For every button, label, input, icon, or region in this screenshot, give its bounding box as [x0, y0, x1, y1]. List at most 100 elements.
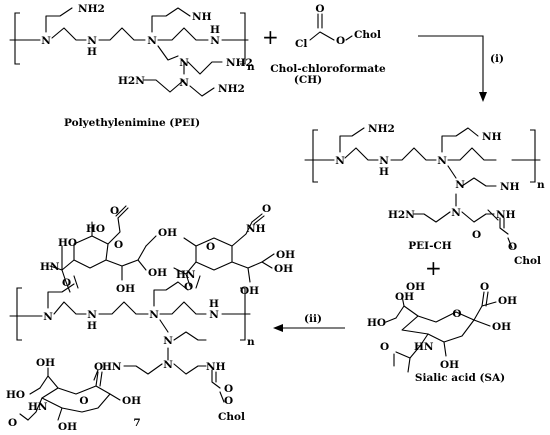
atom-o: O: [184, 281, 193, 293]
atom-nh2: NH2: [226, 57, 253, 69]
atom-n: N: [87, 35, 97, 47]
atom-nh2: NH2: [218, 83, 245, 95]
atom-o: O: [94, 361, 103, 373]
atom-o: O: [62, 277, 71, 289]
atom-n: N: [437, 155, 447, 167]
plus-sign: +: [425, 256, 442, 280]
atom-o: O: [8, 417, 17, 429]
atom-oh: OH: [406, 281, 425, 293]
atom-nh: NH: [496, 209, 516, 221]
pei-ch-structure: N NH2 N H N NH N NH N H2N NH O O Chol n …: [304, 123, 545, 267]
atom-hn: HN: [40, 261, 60, 273]
atom-o: O: [452, 308, 461, 320]
atom-oh: OH: [58, 421, 77, 433]
pei-ch-label: PEI-CH: [408, 240, 452, 252]
atom-chol: Chol: [218, 411, 245, 423]
atom-oh: OH: [148, 267, 167, 279]
atom-n: N: [179, 57, 189, 69]
reaction-arrow-ii: (ii): [273, 313, 345, 332]
atom-n: N: [41, 35, 51, 47]
atom-h: H: [209, 298, 219, 310]
atom-n: N: [149, 309, 159, 321]
atom-o: O: [114, 239, 123, 251]
atom-o: O: [380, 341, 389, 353]
product-7-structure: N N H N N H N N HN NH O O Chol n HN HN O…: [6, 203, 295, 433]
pei-label: Polyethylenimine (PEI): [64, 117, 200, 129]
atom-h: H: [87, 320, 97, 332]
repeat-n: n: [247, 61, 255, 73]
atom-ho: HO: [367, 317, 386, 329]
atom-ho: HO: [86, 223, 105, 235]
atom-o: O: [336, 35, 345, 47]
atom-n: N: [87, 309, 97, 321]
atom-chol: Chol: [354, 29, 381, 41]
atom-o: O: [480, 281, 489, 293]
atom-n: N: [335, 155, 345, 167]
atom-h2n: H2N: [388, 209, 415, 221]
atom-nh: NH: [246, 223, 266, 235]
atom-h: H: [210, 24, 220, 36]
atom-cl: Cl: [295, 38, 307, 50]
atom-n: N: [210, 35, 220, 47]
atom-nh: NH: [482, 131, 502, 143]
atom-hn: HN: [414, 341, 434, 353]
reaction-arrow-i: (i): [418, 35, 504, 102]
atom-oh: OH: [122, 395, 141, 407]
chol-chloroformate-structure: O Cl O Chol Chol-chloroformate (CH): [270, 3, 386, 86]
atom-o: O: [508, 241, 517, 253]
atom-oh: OH: [440, 359, 459, 371]
step-i-label: (i): [490, 53, 504, 65]
product-label: 7: [133, 417, 140, 429]
sa-label: Sialic acid (SA): [415, 372, 505, 384]
ch-label-line1: Chol-chloroformate: [270, 63, 386, 75]
atom-o: O: [79, 395, 88, 407]
atom-oh: OH: [240, 285, 259, 297]
atom-o: O: [262, 203, 271, 215]
atom-o: O: [472, 229, 481, 241]
atom-ho: HO: [58, 237, 77, 249]
atom-nh: NH: [192, 11, 212, 23]
atom-n: N: [43, 311, 53, 323]
atom-h: H: [87, 46, 97, 58]
atom-chol: Chol: [514, 255, 541, 267]
atom-oh: OH: [116, 283, 135, 295]
atom-nh: NH: [206, 361, 226, 373]
atom-n: N: [163, 335, 173, 347]
atom-n: N: [451, 207, 461, 219]
atom-o: O: [206, 241, 215, 253]
atom-n: N: [179, 77, 189, 89]
atom-n: N: [455, 179, 465, 191]
atom-hn: HN: [28, 401, 48, 413]
atom-oh: OH: [274, 263, 293, 275]
ch-label-line2: (CH): [294, 74, 322, 86]
atom-o: O: [224, 395, 233, 407]
atom-oh: OH: [36, 357, 55, 369]
atom-h2n: H2N: [118, 75, 145, 87]
sialic-acid-structure: O O OH OH OH OH OH HO HN O Sialic acid (…: [367, 281, 517, 384]
atom-n: N: [163, 359, 173, 371]
atom-oh: OH: [492, 321, 511, 333]
atom-h: H: [379, 166, 389, 178]
atom-hn: HN: [176, 269, 196, 281]
atom-hn: HN: [102, 361, 122, 373]
atom-oh: OH: [395, 291, 414, 303]
repeat-n: n: [537, 179, 545, 191]
atom-n: N: [209, 309, 219, 321]
repeat-n: n: [247, 336, 255, 348]
atom-n: N: [147, 35, 157, 47]
atom-n: N: [379, 155, 389, 167]
atom-o: O: [315, 3, 324, 15]
atom-nh: NH: [500, 181, 520, 193]
plus-sign: +: [262, 25, 279, 49]
atom-nh2: NH2: [368, 123, 395, 135]
atom-o: O: [110, 205, 119, 217]
atom-oh: OH: [498, 295, 517, 307]
atom-ho: HO: [6, 389, 25, 401]
atom-oh: OH: [158, 227, 177, 239]
step-ii-label: (ii): [304, 313, 322, 325]
pei-structure: N NH2 N H N NH N H N NH2 N H2N NH2 n Pol…: [9, 3, 255, 129]
atom-o: O: [224, 383, 233, 395]
atom-nh2: NH2: [78, 3, 105, 15]
atom-oh: OH: [276, 249, 295, 261]
